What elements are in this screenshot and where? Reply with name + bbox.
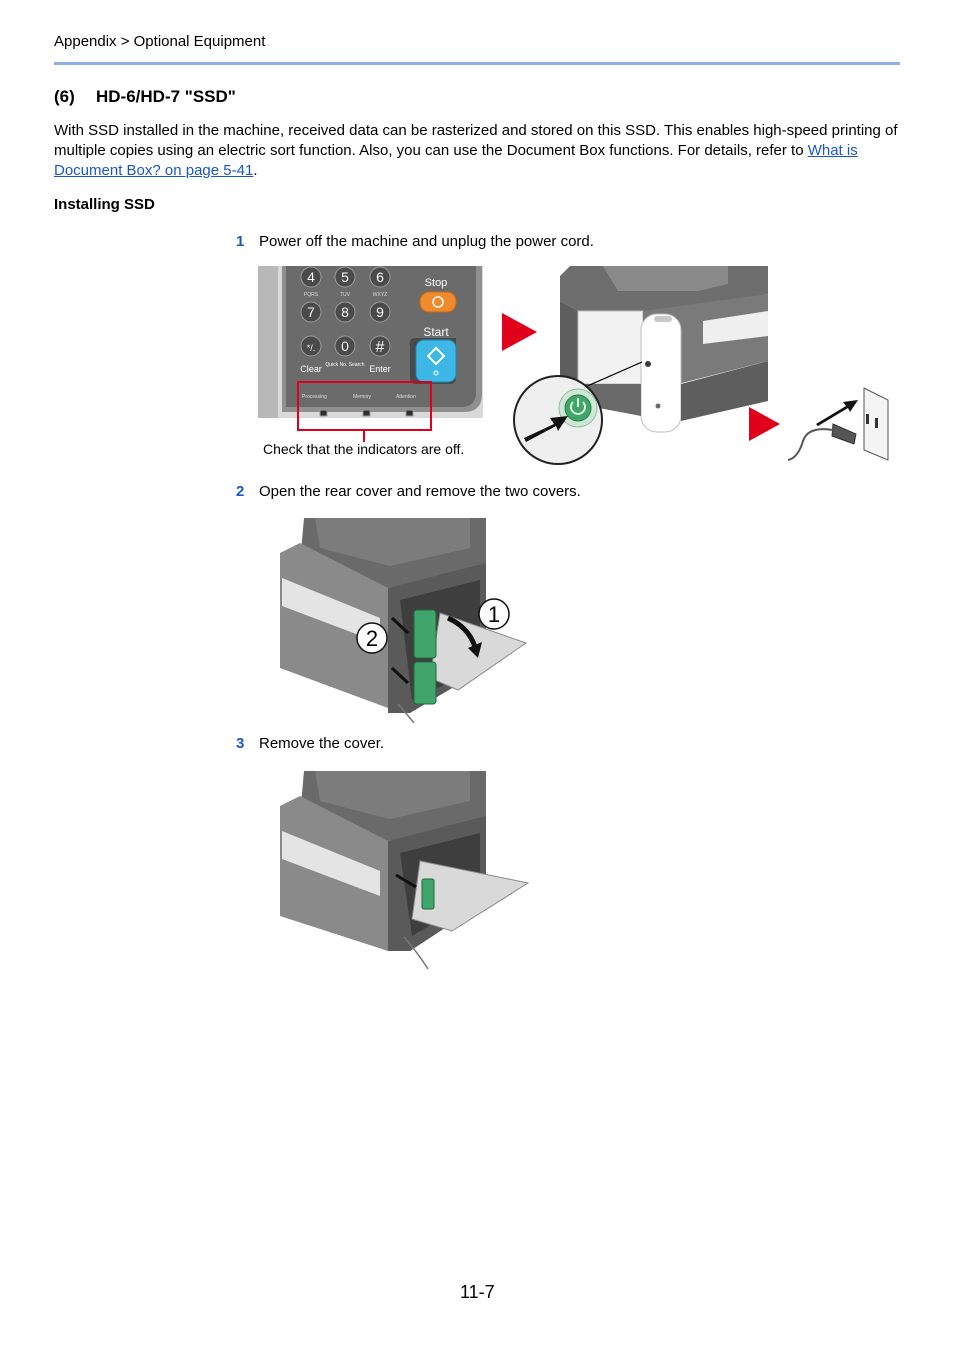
page-number: 11-7 — [460, 1282, 495, 1302]
memory-label: Memory — [353, 394, 372, 400]
key-5: 5 — [341, 269, 349, 285]
step-text: Open the rear cover and remove the two c… — [259, 483, 581, 500]
attention-label: Attention — [396, 394, 416, 400]
cover-1 — [413, 609, 437, 659]
intro-text: With SSD installed in the machine, recei… — [54, 122, 898, 159]
enter-label: Enter — [369, 364, 391, 374]
header-rule — [54, 62, 900, 65]
power-button-zoom — [513, 375, 603, 465]
printer-side-panel — [640, 313, 682, 433]
breadcrumb: Appendix > Optional Equipment — [54, 33, 266, 50]
section-title-text: HD-6/HD-7 "SSD" — [96, 87, 236, 106]
power-button-illustration — [564, 394, 592, 422]
step-number: 1 — [236, 233, 245, 250]
step-arrow-icon — [502, 313, 537, 351]
subheading-installing-ssd: Installing SSD — [54, 196, 155, 213]
printer-front-illustration — [560, 266, 768, 433]
callout-1 — [478, 598, 510, 630]
quick-no-search-label: Quick No. Search — [325, 362, 364, 368]
callout-2-label: 2 — [366, 626, 378, 651]
power-off-illustration: 4 5 6 7 8 9 0 PQRS TUV WXYZ */. # Stop S… — [258, 266, 889, 465]
step-1: 1 Power off the machine and unplug the po… — [236, 233, 594, 250]
step-arrow-icon — [749, 407, 780, 441]
power-switch-dot — [645, 361, 651, 367]
cover-2 — [413, 661, 437, 705]
key-sublabel-wxyz: WXYZ — [373, 292, 387, 298]
start-icon — [426, 346, 446, 366]
memory-indicator — [362, 409, 371, 417]
start-indicator-icon — [433, 370, 439, 376]
press-arrow-icon — [524, 416, 568, 442]
start-button-illustration — [415, 339, 457, 383]
processing-label: Processing — [302, 394, 327, 400]
remove-arrow-icon — [395, 873, 417, 889]
key-6: 6 — [376, 269, 384, 285]
indicator-caption: Check that the indicators are off. — [263, 441, 465, 457]
stop-label: Stop — [425, 277, 448, 289]
rear-cover-open — [411, 860, 530, 932]
key-7: 7 — [307, 304, 315, 320]
section-title: (6) HD-6/HD-7 "SSD" — [54, 87, 236, 107]
key-8: 8 — [341, 304, 349, 320]
remove-arrow-icon — [390, 616, 410, 635]
key-9: 9 — [376, 304, 384, 320]
rear-cover-two-covers-illustration: 1 2 — [280, 518, 528, 723]
unplug-arrow-icon — [816, 400, 858, 426]
step-text: Remove the cover. — [259, 735, 385, 752]
intro-paragraph: With SSD installed in the machine, recei… — [54, 121, 900, 181]
stop-button-illustration — [419, 291, 457, 313]
step-3: 3 Remove the cover. — [236, 735, 384, 752]
start-label: Start — [423, 325, 449, 339]
cover — [421, 878, 435, 910]
step-number: 2 — [236, 483, 245, 500]
processing-indicator — [319, 409, 328, 417]
hash-key-icon: # — [376, 339, 385, 356]
step-2: 2 Open the rear cover and remove the two … — [236, 483, 581, 500]
remove-cover-illustration — [280, 771, 530, 970]
attention-indicator — [405, 409, 414, 417]
step-number: 3 — [236, 735, 245, 752]
operation-panel-illustration: 4 5 6 7 8 9 0 PQRS TUV WXYZ */. # Stop S… — [258, 266, 483, 442]
step-text: Power off the machine and unplug the pow… — [259, 233, 594, 250]
key-0: 0 — [341, 338, 349, 354]
key-4: 4 — [307, 269, 315, 285]
stop-icon — [432, 296, 444, 308]
remove-arrow-icon — [390, 666, 410, 685]
power-plug-illustration — [787, 387, 889, 461]
power-icon — [570, 401, 586, 415]
key-sublabel-pqrs: PQRS — [304, 292, 319, 298]
key-sublabel-tuv: TUV — [340, 292, 351, 298]
document-box-link[interactable]: What is Document Box? on page 5-41 — [54, 142, 858, 179]
clear-label: Clear — [300, 364, 322, 374]
section-number: (6) — [54, 87, 75, 106]
asterisk-key-icon: */. — [307, 343, 316, 353]
callout-2 — [356, 622, 388, 654]
intro-end: . — [253, 162, 258, 179]
callout-1-label: 1 — [488, 602, 500, 627]
